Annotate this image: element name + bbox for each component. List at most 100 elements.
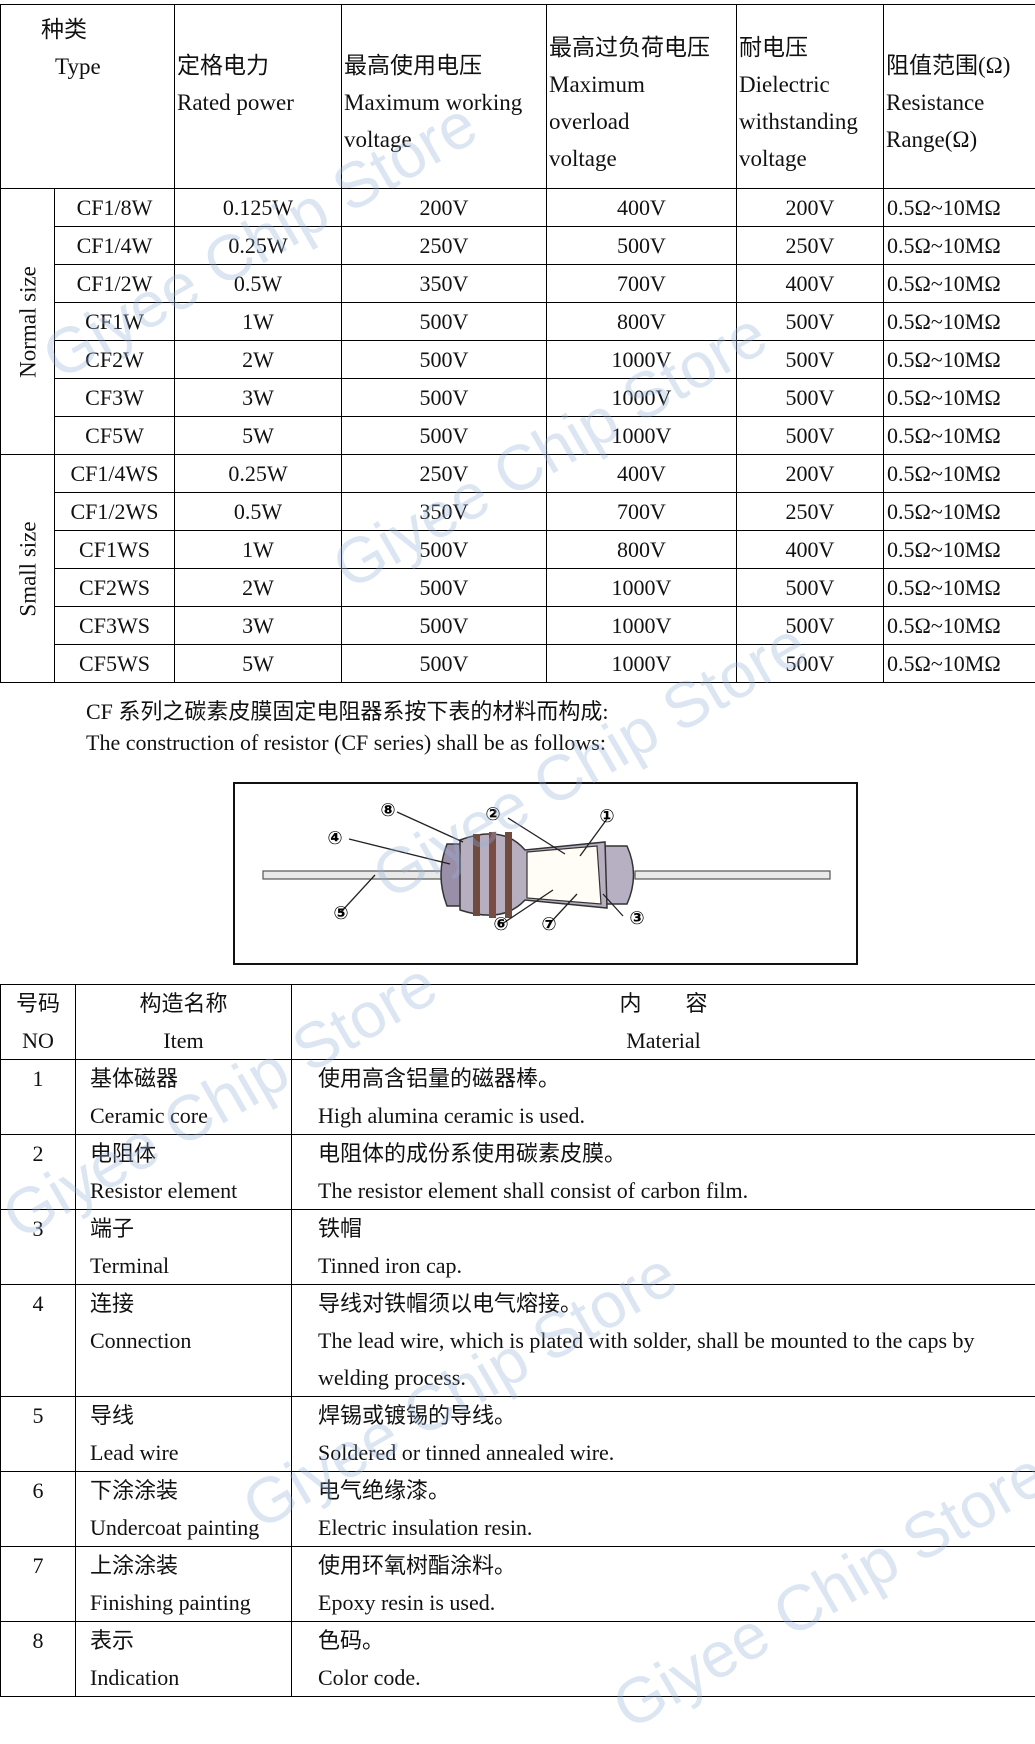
working-voltage-cell: 500V bbox=[342, 607, 547, 645]
type-cell: CF1/4WS bbox=[55, 455, 175, 493]
material-en-cont: welding process. bbox=[318, 1359, 1035, 1396]
material-content-cell: 色码。Color code. bbox=[292, 1622, 1035, 1697]
working-voltage-cell: 250V bbox=[342, 455, 547, 493]
dielectric-voltage-cell: 500V bbox=[737, 569, 884, 607]
dielectric-voltage-cell: 200V bbox=[737, 455, 884, 493]
power-cell: 0.125W bbox=[175, 189, 342, 227]
type-cell: CF3W bbox=[55, 379, 175, 417]
page: 种类 Type 定格电力 Rated power 最高使用电压 Maximum … bbox=[0, 0, 1035, 1696]
item-name-en: Terminal bbox=[90, 1247, 291, 1284]
item-name-zh: 连接 bbox=[90, 1285, 291, 1322]
working-voltage-cell: 500V bbox=[342, 379, 547, 417]
overload-voltage-cell: 1000V bbox=[547, 341, 737, 379]
header-overload-en-3: voltage bbox=[549, 140, 734, 177]
type-cell: CF3WS bbox=[55, 607, 175, 645]
diagram-label-2: ② bbox=[485, 804, 500, 825]
color-band-3 bbox=[505, 832, 512, 918]
type-cell: CF5W bbox=[55, 417, 175, 455]
overload-voltage-cell: 1000V bbox=[547, 417, 737, 455]
type-cell: CF1/2WS bbox=[55, 493, 175, 531]
type-cell: CF2WS bbox=[55, 569, 175, 607]
working-voltage-cell: 200V bbox=[342, 189, 547, 227]
material-en: Tinned iron cap. bbox=[318, 1247, 1035, 1284]
dielectric-voltage-cell: 250V bbox=[737, 493, 884, 531]
power-cell: 1W bbox=[175, 531, 342, 569]
material-no: 2 bbox=[1, 1135, 75, 1172]
material-zh: 铁帽 bbox=[318, 1210, 1035, 1247]
dielectric-voltage-cell: 250V bbox=[737, 227, 884, 265]
material-no-cell: 5 bbox=[1, 1397, 76, 1472]
material-content-cell: 电气绝缘漆。Electric insulation resin. bbox=[292, 1472, 1035, 1547]
power-cell: 1W bbox=[175, 303, 342, 341]
material-en: High alumina ceramic is used. bbox=[318, 1097, 1035, 1134]
range-cell: 0.5Ω~10MΩ bbox=[884, 379, 1035, 417]
type-cell: CF1WS bbox=[55, 531, 175, 569]
overload-voltage-cell: 1000V bbox=[547, 645, 737, 683]
type-cell: CF1/8W bbox=[55, 189, 175, 227]
diagram-label-8: ⑧ bbox=[380, 800, 395, 821]
size-group-cell: Small size bbox=[1, 455, 55, 683]
item-name-en: Finishing painting bbox=[90, 1584, 291, 1621]
material-no: 5 bbox=[1, 1397, 75, 1434]
header-working-en-2: voltage bbox=[344, 121, 544, 158]
material-no-cell: 2 bbox=[1, 1135, 76, 1210]
header-overload-en-2: overload bbox=[549, 103, 734, 140]
material-zh: 电阻体的成份系使用碳素皮膜。 bbox=[318, 1135, 1035, 1172]
material-no: 6 bbox=[1, 1472, 75, 1509]
header-overload-zh: 最高过负荷电压 bbox=[549, 29, 734, 66]
working-voltage-cell: 500V bbox=[342, 645, 547, 683]
material-header-row: 号码 NO 构造名称 Item 内 容 Material bbox=[1, 985, 1035, 1060]
item-name-en: Lead wire bbox=[90, 1434, 291, 1471]
header-power-zh: 定格电力 bbox=[177, 47, 339, 84]
header-item-zh: 构造名称 bbox=[76, 985, 291, 1022]
material-zh: 色码。 bbox=[318, 1622, 1035, 1659]
size-group-label: Small size bbox=[9, 521, 46, 616]
range-cell: 0.5Ω~10MΩ bbox=[884, 531, 1035, 569]
power-cell: 0.25W bbox=[175, 227, 342, 265]
type-cell: CF1/4W bbox=[55, 227, 175, 265]
dielectric-voltage-cell: 500V bbox=[737, 379, 884, 417]
material-zh: 导线对铁帽须以电气熔接。 bbox=[318, 1285, 1035, 1322]
overload-voltage-cell: 800V bbox=[547, 531, 737, 569]
header-material-zh: 内 容 bbox=[292, 985, 1035, 1022]
header-type-zh: 种类 bbox=[3, 11, 172, 48]
material-zh: 电气绝缘漆。 bbox=[318, 1472, 1035, 1509]
diagram-label-6: ⑥ bbox=[493, 914, 508, 935]
header-type: 种类 Type bbox=[1, 5, 175, 189]
dielectric-voltage-cell: 500V bbox=[737, 645, 884, 683]
item-name-zh: 电阻体 bbox=[90, 1135, 291, 1172]
dielectric-voltage-cell: 500V bbox=[737, 341, 884, 379]
diagram-label-7: ⑦ bbox=[541, 914, 556, 935]
header-power-en: Rated power bbox=[177, 84, 339, 121]
header-no-zh: 号码 bbox=[1, 985, 75, 1022]
item-name-zh: 导线 bbox=[90, 1397, 291, 1434]
power-cell: 0.5W bbox=[175, 265, 342, 303]
material-no: 1 bbox=[1, 1060, 75, 1097]
header-dielectric-en-3: voltage bbox=[739, 140, 881, 177]
range-cell: 0.5Ω~10MΩ bbox=[884, 227, 1035, 265]
working-voltage-cell: 350V bbox=[342, 493, 547, 531]
header-range-zh: 阻值范围(Ω) bbox=[886, 47, 1033, 84]
material-en: Epoxy resin is used. bbox=[318, 1584, 1035, 1621]
range-cell: 0.5Ω~10MΩ bbox=[884, 569, 1035, 607]
item-name-en: Undercoat painting bbox=[90, 1509, 291, 1546]
power-cell: 5W bbox=[175, 417, 342, 455]
